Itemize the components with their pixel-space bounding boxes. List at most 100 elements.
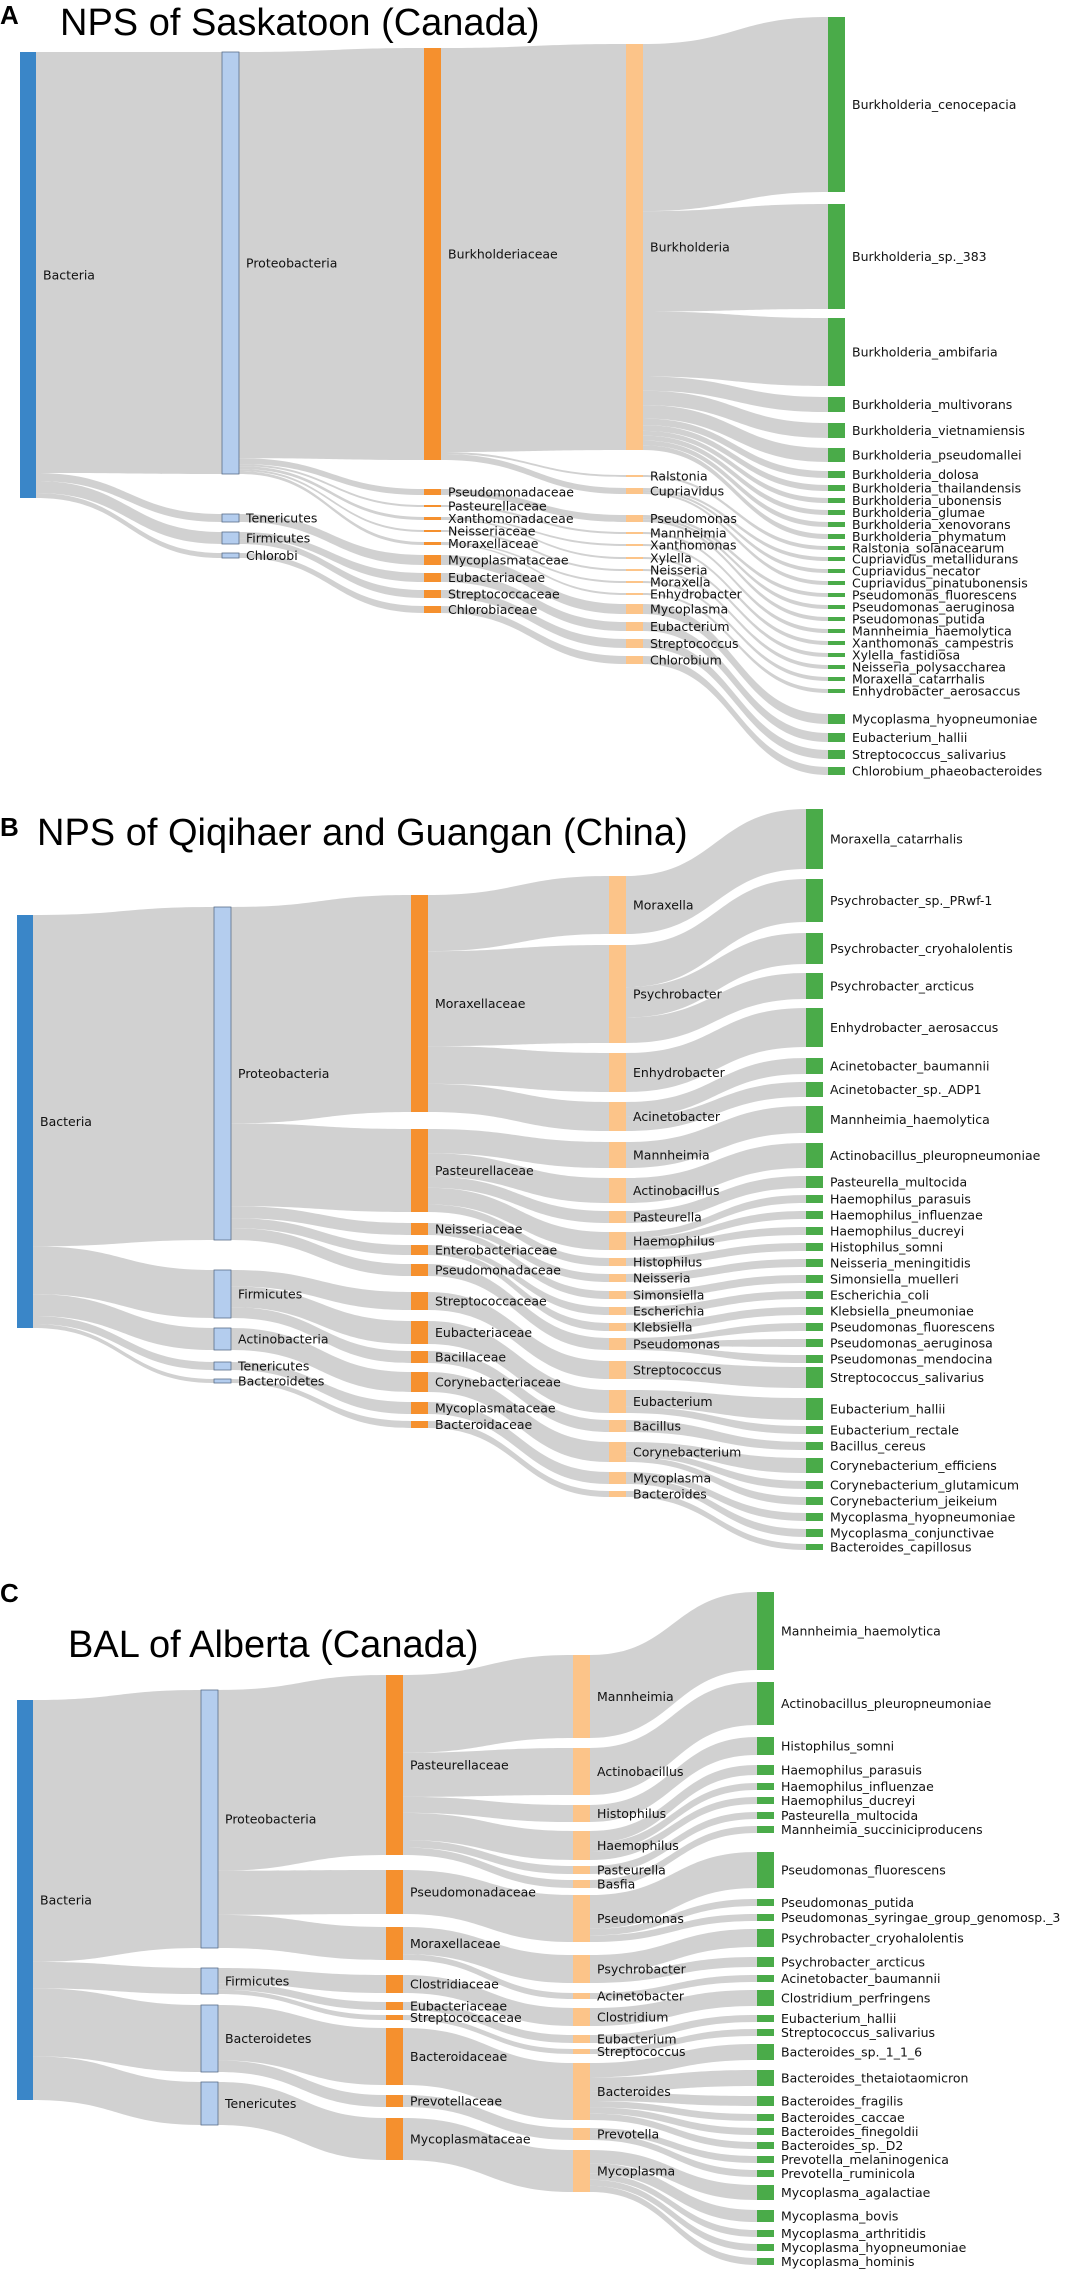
c-node-label-c_s30: Mycoplasma_hominis — [781, 2254, 915, 2269]
c-node-c_s22 — [757, 2128, 774, 2135]
b-link-b_act-to-b_cory — [231, 1328, 411, 1392]
a-node-label-a_s8: Burkholderia_thailandensis — [852, 481, 1021, 496]
b-node-b_str — [609, 1361, 626, 1379]
b-node-label-b_s3: Psychrobacter_cryohalolentis — [830, 941, 1013, 956]
b-link-b_psy-to-b_s4 — [626, 973, 806, 1043]
b-node-label-b_morg: Moraxella — [633, 898, 694, 913]
a-link-a_xanf-to-a_xan — [441, 517, 626, 546]
b-link-b_esc-to-b_s17 — [626, 1291, 806, 1315]
b-node-b_myf — [411, 1402, 428, 1414]
c-node-c_s25 — [757, 2170, 774, 2177]
c-link-c_bac-to-c_bct — [33, 1988, 201, 2072]
b-link-b_strf-to-b_str — [428, 1292, 609, 1379]
panel-b-links — [33, 809, 806, 1550]
b-link-b_nei-to-b_s15 — [626, 1259, 806, 1282]
a-node-label-a_pro: Proteobacteria — [246, 256, 337, 271]
c-node-label-c_aci: Acinetobacter — [597, 1989, 685, 2004]
c-node-c_strf — [386, 2015, 403, 2020]
a-node-label-a_s21: Xanthomonas_campestris — [852, 636, 1014, 651]
b-node-b_s17 — [806, 1291, 823, 1299]
b-node-label-b_bcl: Bacillus — [633, 1419, 681, 1434]
a-node-a_psef — [424, 489, 441, 495]
b-node-label-b_strf: Streptococcaceae — [435, 1294, 547, 1309]
a-node-label-a_s15: Cupriavidus_necator — [852, 564, 981, 579]
b-node-label-b_s11: Haemophilus_parasuis — [830, 1192, 971, 1207]
b-node-label-b_s19: Pseudomonas_fluorescens — [830, 1320, 995, 1335]
b-node-b_s1 — [806, 809, 823, 869]
c-link-c_pasf-to-c_his — [403, 1796, 573, 1822]
b-node-label-b_pse: Pseudomonas — [633, 1337, 720, 1352]
a-node-a_s10 — [828, 510, 845, 515]
a-node-a_chl — [221, 552, 240, 559]
b-node-b_man — [609, 1142, 626, 1168]
c-node-c_s28 — [757, 2230, 774, 2237]
b-link-b_eub-to-b_s24 — [626, 1406, 806, 1434]
c-node-c_s24 — [757, 2156, 774, 2163]
c-node-label-c_ten: Tenericutes — [224, 2096, 296, 2111]
a-node-a_burf — [424, 48, 441, 460]
c-link-c_fir-to-c_clof — [218, 1968, 386, 1993]
b-link-b_neif-to-b_sim — [428, 1229, 609, 1299]
c-node-label-c_his: Histophilus — [597, 1806, 666, 1821]
c-node-label-c_s16: Eubacterium_hallii — [781, 2011, 896, 2026]
panel-c-title: BAL of Alberta (Canada) — [68, 1624, 479, 1666]
b-node-b_act — [213, 1327, 232, 1351]
c-node-label-c_s27: Mycoplasma_bovis — [781, 2209, 898, 2224]
a-node-label-a_strf: Streptococcaceae — [448, 587, 560, 602]
b-link-b_hae-to-b_s12 — [626, 1211, 806, 1244]
a-node-label-a_fir: Firmicutes — [246, 531, 310, 546]
b-link-b_pro-to-b_neif — [231, 1206, 411, 1235]
panel-b-title: NPS of Qiqihaer and Guangan (China) — [37, 812, 688, 854]
a-link-a_chlf-to-a_chg — [441, 606, 626, 664]
a-node-label-a_s12: Burkholderia_phymatum — [852, 529, 1006, 544]
b-node-b_kle — [609, 1323, 626, 1331]
b-node-label-b_s1: Moraxella_catarrhalis — [830, 832, 963, 847]
a-link-a_strf-to-a_str — [441, 590, 626, 648]
b-node-label-b_act: Actinobacteria — [238, 1332, 328, 1347]
c-node-c_s12 — [757, 1929, 774, 1947]
c-link-c_pro-to-c_morf — [218, 1914, 386, 1960]
b-node-label-b_neif: Neisseriaceae — [435, 1222, 523, 1237]
b-node-b_bac — [17, 915, 33, 1328]
c-link-c_hae-to-c_s6 — [590, 1797, 757, 1860]
b-node-b_s21 — [806, 1355, 823, 1363]
a-link-a_morf-to-a_mor — [441, 542, 626, 583]
b-link-b_str-to-b_s22 — [626, 1361, 806, 1388]
c-node-c_s17 — [757, 2029, 774, 2036]
b-node-b_s23 — [806, 1398, 823, 1420]
a-node-a_man — [626, 532, 643, 534]
c-node-label-c_s17: Streptococcus_salivarius — [781, 2025, 935, 2040]
c-link-c_prv-to-c_s25 — [590, 2134, 757, 2177]
panel-c-nodes: BacteriaProteobacteriaFirmicutesBacteroi… — [17, 1592, 1060, 2269]
c-node-label-c_strf: Streptococcaceae — [410, 2010, 522, 2025]
a-node-a_fir — [221, 531, 240, 545]
b-node-label-b_s25: Bacillus_cereus — [830, 1439, 926, 1454]
c-node-c_fir — [200, 1967, 219, 1995]
c-link-c_prv-to-c_s24 — [590, 2128, 757, 2163]
b-node-label-b_s31: Bacteroides_capillosus — [830, 1540, 972, 1555]
a-link-a_morf-to-a_enh — [441, 543, 626, 595]
b-link-b_entf-to-b_kle — [428, 1250, 609, 1331]
b-node-b_s18 — [806, 1307, 823, 1315]
a-node-a_s11 — [828, 522, 845, 527]
b-node-label-b_s30: Mycoplasma_conjunctivae — [830, 1526, 994, 1541]
c-link-c_myc-to-c_s28 — [590, 2173, 757, 2237]
c-link-c_pse-to-c_s11 — [590, 1914, 757, 1942]
a-node-label-a_pasf: Pasteurellaceae — [448, 499, 547, 514]
a-node-a_s25 — [828, 689, 845, 693]
b-link-b_man-to-b_s8 — [626, 1106, 806, 1168]
b-node-label-b_s8: Mannheimia_haemolytica — [830, 1112, 990, 1127]
b-node-label-b_s27: Corynebacterium_glutamicum — [830, 1478, 1019, 1493]
b-node-b_s11 — [806, 1195, 823, 1203]
a-node-a_s17 — [828, 593, 845, 597]
a-link-a_pseg-to-a_s18 — [643, 517, 828, 609]
b-link-b_pro-to-b_entf — [231, 1218, 411, 1255]
a-node-label-a_burf: Burkholderiaceae — [448, 247, 558, 262]
b-node-b_esc — [609, 1307, 626, 1315]
b-node-label-b_fir: Firmicutes — [238, 1287, 302, 1302]
b-node-label-b_bcdf: Bacteroidaceae — [435, 1417, 533, 1432]
b-node-b_s19 — [806, 1323, 823, 1331]
a-link-a_str-to-a_s28 — [643, 639, 828, 759]
c-link-c_pasf-to-c_pasg — [403, 1840, 573, 1874]
a-node-a_s3 — [828, 318, 845, 386]
